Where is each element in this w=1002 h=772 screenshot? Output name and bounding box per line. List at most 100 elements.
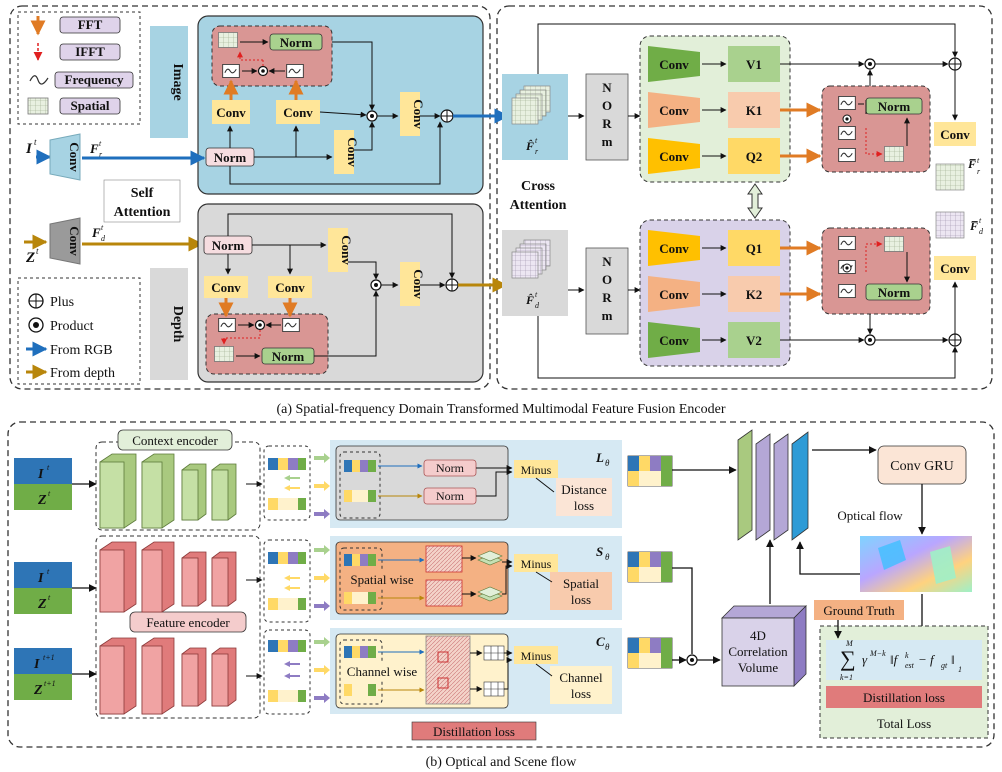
- self-attention-label-2: Attention: [114, 205, 171, 220]
- svg-text:R: R: [602, 290, 612, 305]
- svg-text:t: t: [36, 246, 39, 256]
- out-grid-context: [627, 455, 673, 487]
- feature-encoder-frame: [95, 535, 261, 719]
- channel-wise-label: Channel wise: [347, 664, 418, 679]
- corr-volume-2: Correlation: [728, 644, 788, 659]
- input-pair-t-context: [14, 458, 72, 510]
- conv-gru-label: Conv GRU: [890, 459, 953, 474]
- l-norm-2: Norm: [436, 489, 465, 503]
- total-distillation-loss: Distillation loss: [863, 690, 945, 705]
- channel-loss-1: Channel: [559, 670, 603, 685]
- svg-text:N: N: [602, 254, 612, 269]
- rgb-out-conv: Conv: [940, 127, 970, 142]
- total-loss-label: Total Loss: [877, 716, 931, 731]
- svg-text:gt: gt: [941, 661, 948, 670]
- spatial-loss-2: loss: [571, 592, 591, 607]
- svg-text:k: k: [905, 651, 909, 660]
- s-theta: S: [596, 544, 603, 559]
- legend-ifft: IFFT: [75, 44, 105, 59]
- fbar-d-grid: [935, 211, 965, 239]
- image-label: Image: [170, 63, 185, 100]
- svg-text:Z: Z: [37, 597, 47, 612]
- svg-text:t: t: [979, 216, 982, 225]
- image-label-box: [150, 26, 188, 138]
- v2-conv: Conv: [659, 333, 689, 348]
- v1-conv: Conv: [659, 57, 689, 72]
- rgb-conv-label: Conv: [67, 142, 82, 172]
- distance-loss-2: loss: [574, 498, 594, 513]
- svg-text:∑: ∑: [840, 646, 856, 671]
- feat-depth: F: [91, 225, 101, 240]
- svg-text:I: I: [37, 571, 44, 586]
- svg-text:θ: θ: [605, 552, 610, 562]
- channel-map: [425, 635, 471, 705]
- spatial-stack-icon-2: [477, 586, 503, 602]
- legend-spatial: Spatial: [70, 98, 109, 113]
- legend-frequency: Frequency: [65, 72, 124, 87]
- fbar-d: F̅: [969, 219, 978, 233]
- image-conv-2: Conv: [283, 105, 313, 120]
- depth-conv-3: Conv: [339, 235, 354, 265]
- svg-text:est: est: [905, 661, 915, 670]
- q1-conv: Conv: [659, 241, 689, 256]
- spatial-loss-1: Spatial: [563, 576, 599, 591]
- l-theta: L: [595, 450, 604, 465]
- token-arrows: [284, 475, 300, 679]
- k2-label: K2: [746, 287, 763, 302]
- q2-label: Q2: [746, 149, 763, 164]
- legend-from-rgb: From RGB: [50, 343, 113, 358]
- context-encoder-layers: [99, 453, 237, 529]
- svg-text:Z: Z: [33, 683, 43, 698]
- out-grid-feature-t1: [627, 637, 673, 669]
- channel-grid-icon-2: [483, 681, 505, 697]
- rgb-cross-norm: Norm: [878, 99, 911, 114]
- ground-truth-label: Ground Truth: [823, 603, 895, 618]
- rgb-conv-encoder: [49, 133, 81, 181]
- cross-attention-frame: [496, 5, 993, 390]
- svg-text:m: m: [602, 308, 613, 323]
- depth-label-box: [150, 268, 188, 380]
- svg-text:M−k: M−k: [869, 649, 886, 658]
- svg-text:r: r: [535, 147, 539, 156]
- svg-text:t: t: [47, 567, 50, 576]
- svg-text:t+1: t+1: [43, 653, 55, 662]
- cross-attention-label-2: Attention: [510, 198, 567, 213]
- depth-cross-freq-block: [821, 227, 931, 315]
- svg-text:t: t: [34, 137, 37, 147]
- feature-encoder-label: Feature encoder: [146, 615, 230, 630]
- svg-text:t+1: t+1: [44, 679, 56, 688]
- spatial-wise-label: Spatial wise: [350, 572, 413, 587]
- svg-text:− f: − f: [918, 652, 936, 667]
- l-norm-1: Norm: [436, 461, 465, 475]
- depth-out-conv: Conv: [940, 261, 970, 276]
- image-conv-4: Conv: [411, 99, 426, 129]
- feat-rgb: F: [89, 141, 99, 156]
- image-freq-norm: Norm: [280, 35, 313, 50]
- image-conv-3: Conv: [345, 137, 360, 167]
- c-theta: C: [596, 634, 605, 649]
- norm-block-top: [585, 73, 629, 161]
- depth-conv-encoder: [49, 217, 81, 265]
- k1-conv: Conv: [659, 103, 689, 118]
- svg-text:r: r: [977, 167, 981, 176]
- depth-freq-norm: Norm: [272, 349, 305, 364]
- legend-product: Product: [50, 319, 94, 334]
- svg-text:k=1: k=1: [840, 673, 853, 682]
- svg-text:‖f: ‖f: [890, 652, 900, 667]
- exchange-arrow: [747, 183, 763, 219]
- cross-attention-label-1: Cross: [521, 179, 556, 194]
- fhat-d-stack: [511, 239, 551, 279]
- corr-volume-3: Volume: [738, 660, 778, 675]
- l-minus: Minus: [521, 463, 552, 477]
- input-pair-t-feature: [14, 562, 72, 614]
- svg-text:O: O: [602, 272, 612, 287]
- svg-text:m: m: [602, 134, 613, 149]
- caption-b: (b) Optical and Scene flow: [426, 755, 578, 770]
- svg-text:‖: ‖: [951, 652, 955, 667]
- correlation-volume-cube: [721, 605, 807, 687]
- caption-a: (a) Spatial-frequency Domain Transformed…: [276, 402, 725, 417]
- svg-text:N: N: [602, 80, 612, 95]
- distillation-loss-label: Distillation loss: [433, 724, 515, 739]
- image-norm: Norm: [214, 150, 247, 165]
